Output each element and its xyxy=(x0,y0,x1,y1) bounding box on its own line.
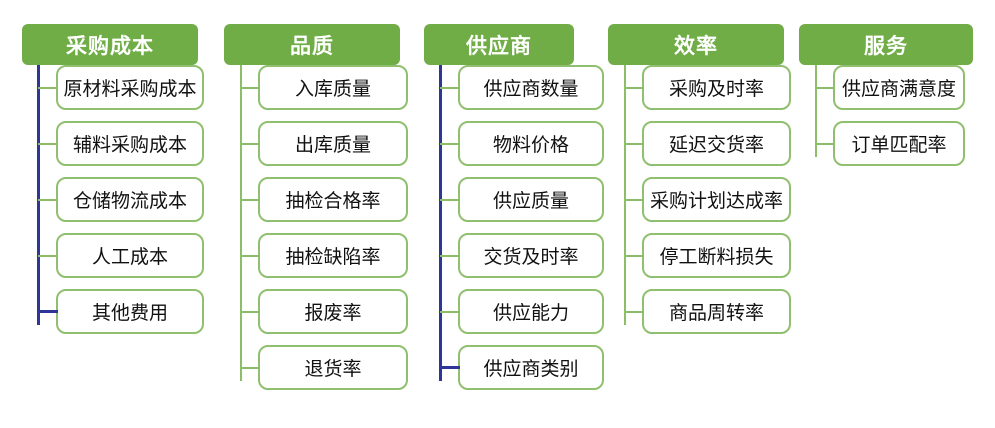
kpi-node: 供应质量 xyxy=(440,177,604,222)
kpi-node-label: 仓储物流成本 xyxy=(72,191,187,212)
kpi-node-label: 退货率 xyxy=(304,359,362,380)
branch-quality: 入库质量 出库质量 抽检合格率 抽检缺陷率 报废率 退货率 xyxy=(224,65,408,390)
kpi-node: 抽检缺陷率 xyxy=(240,233,408,278)
category-column-service: 服务 供应商满意度 订单匹配率 xyxy=(799,24,973,177)
connector-line xyxy=(439,65,442,381)
kpi-node: 商品周转率 xyxy=(624,289,791,334)
kpi-node: 辅料采购成本 xyxy=(38,121,204,166)
kpi-node-label: 延迟交货率 xyxy=(668,135,764,156)
category-header-procurement-cost: 采购成本 xyxy=(22,24,198,65)
kpi-node: 采购及时率 xyxy=(624,65,791,110)
kpi-node: 交货及时率 xyxy=(440,233,604,278)
branch-procurement-cost: 原材料采购成本 辅料采购成本 仓储物流成本 人工成本 其他费用 xyxy=(22,65,204,334)
kpi-node-label: 原材料采购成本 xyxy=(63,79,197,100)
kpi-node-label: 供应能力 xyxy=(492,303,569,324)
kpi-node-label: 抽检合格率 xyxy=(285,191,381,212)
category-header-quality: 品质 xyxy=(224,24,400,65)
connector-line xyxy=(624,65,626,325)
kpi-node-label: 采购计划达成率 xyxy=(649,191,783,212)
kpi-node-label: 人工成本 xyxy=(91,247,168,268)
category-header-efficiency: 效率 xyxy=(608,24,784,65)
connector-line xyxy=(815,65,817,157)
kpi-node-label: 交货及时率 xyxy=(483,247,579,268)
kpi-node-label: 其他费用 xyxy=(91,303,168,324)
kpi-node: 仓储物流成本 xyxy=(38,177,204,222)
kpi-node: 退货率 xyxy=(240,345,408,390)
category-column-supplier: 供应商 供应商数量 物料价格 供应质量 交货及时率 供应能力 供应商类别 xyxy=(424,24,604,401)
kpi-node-label: 出库质量 xyxy=(294,135,371,156)
branch-efficiency: 采购及时率 延迟交货率 采购计划达成率 停工断料损失 商品周转率 xyxy=(608,65,791,334)
kpi-node: 人工成本 xyxy=(38,233,204,278)
kpi-node-label: 辅料采购成本 xyxy=(72,135,187,156)
kpi-node: 订单匹配率 xyxy=(815,121,965,166)
category-column-quality: 品质 入库质量 出库质量 抽检合格率 抽检缺陷率 报废率 退货率 xyxy=(224,24,408,401)
kpi-node: 入库质量 xyxy=(240,65,408,110)
kpi-node-label: 停工断料损失 xyxy=(659,247,774,268)
branch-service: 供应商满意度 订单匹配率 xyxy=(799,65,973,166)
category-header-service: 服务 xyxy=(799,24,973,65)
kpi-node-label: 抽检缺陷率 xyxy=(285,247,381,268)
category-column-procurement-cost: 采购成本 原材料采购成本 辅料采购成本 仓储物流成本 人工成本 其他费用 xyxy=(22,24,204,345)
kpi-node: 延迟交货率 xyxy=(624,121,791,166)
kpi-node: 供应商满意度 xyxy=(815,65,965,110)
kpi-node-label: 订单匹配率 xyxy=(851,135,947,156)
kpi-node-label: 供应商数量 xyxy=(483,79,579,100)
kpi-node: 报废率 xyxy=(240,289,408,334)
connector-line xyxy=(37,65,40,325)
kpi-node: 其他费用 xyxy=(38,289,204,334)
kpi-node-label: 供应质量 xyxy=(492,191,569,212)
kpi-node: 停工断料损失 xyxy=(624,233,791,278)
kpi-node: 出库质量 xyxy=(240,121,408,166)
kpi-node: 采购计划达成率 xyxy=(624,177,791,222)
kpi-node: 供应商类别 xyxy=(440,345,604,390)
kpi-node-label: 商品周转率 xyxy=(668,303,764,324)
kpi-node-label: 报废率 xyxy=(304,303,362,324)
kpi-node-label: 入库质量 xyxy=(294,79,371,100)
category-header-supplier: 供应商 xyxy=(424,24,574,65)
kpi-node: 原材料采购成本 xyxy=(38,65,204,110)
kpi-node-label: 供应商类别 xyxy=(483,359,579,380)
kpi-node: 抽检合格率 xyxy=(240,177,408,222)
branch-supplier: 供应商数量 物料价格 供应质量 交货及时率 供应能力 供应商类别 xyxy=(424,65,604,390)
kpi-node-label: 采购及时率 xyxy=(668,79,764,100)
kpi-node: 物料价格 xyxy=(440,121,604,166)
category-column-efficiency: 效率 采购及时率 延迟交货率 采购计划达成率 停工断料损失 商品周转率 xyxy=(608,24,791,345)
kpi-node: 供应能力 xyxy=(440,289,604,334)
kpi-node-label: 物料价格 xyxy=(492,135,569,156)
connector-line xyxy=(240,65,242,381)
kpi-node: 供应商数量 xyxy=(440,65,604,110)
kpi-node-label: 供应商满意度 xyxy=(841,79,956,100)
